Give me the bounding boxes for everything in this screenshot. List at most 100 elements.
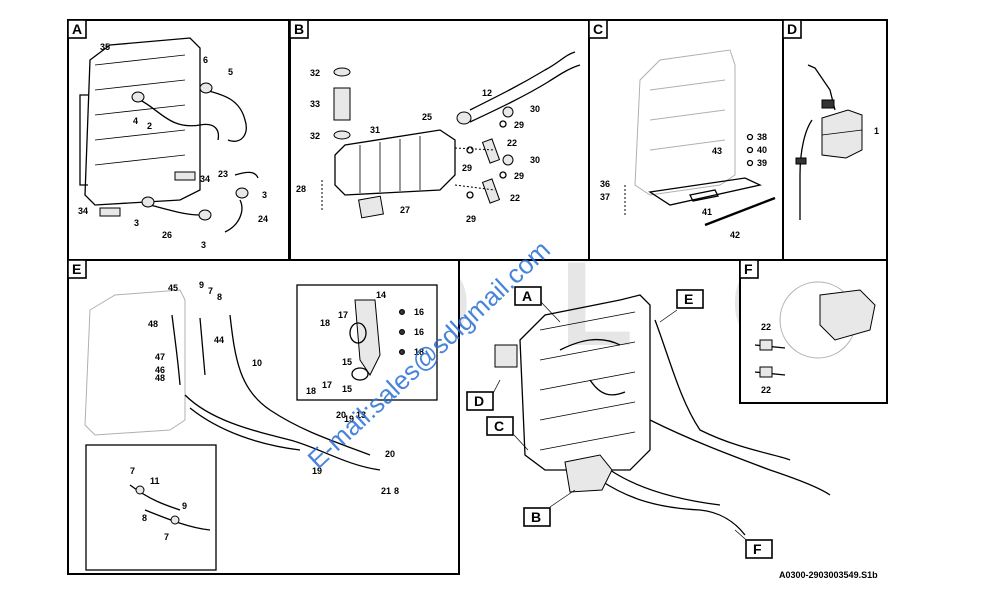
fitting-22b [759,366,773,378]
tank-seam [821,129,863,136]
hose-13b [189,407,301,451]
callout: 35 [100,42,110,52]
callout: 15 [342,357,352,367]
callout: 18 [306,386,316,396]
callout: 29 [466,214,476,224]
nut-39 [746,159,754,167]
hose-10 [229,314,371,456]
assembly-lines [321,147,496,210]
fitting-22 [481,138,501,164]
bolt-38 [746,133,754,141]
callout: 7 [164,532,169,542]
clamp-3b [141,196,155,208]
panel-e: E 45 9 7 8 48 47 46 48 44 10 14 16 [67,259,460,575]
radiator-outline [634,49,736,196]
callout: 46 [155,365,165,375]
bracket-34 [174,171,196,181]
main-tag-f: F [753,541,762,557]
leader-a [540,301,561,323]
callout: 22 [510,193,520,203]
callout: 5 [228,67,233,77]
seal-29 [499,120,507,128]
pipe-12 [469,51,576,111]
callout: 18 [414,347,424,357]
pipe-12b [469,64,581,123]
callout: 20 [336,410,346,420]
panel-b-tag-box [289,19,309,39]
panel-c: C 38 40 39 43 36 37 41 42 [588,19,784,261]
nut-16b [399,329,405,335]
panel-e-tag-box [67,259,87,279]
panel-c-tag-box [588,19,608,39]
radiator-side-tank [79,94,88,186]
main-tag-d: D [474,393,484,409]
radiator-assembly [519,294,651,471]
panel-a: A 35 6 5 4 2 34 23 3 34 3 26 3 24 [67,19,290,261]
plug-30 [502,106,514,118]
callout: 29 [514,171,524,181]
upper-hose-5 [204,89,247,142]
panel-a-tag-box [67,19,87,39]
panel-e-frame [67,259,460,575]
cooler-31 [334,129,456,196]
clamp-6 [199,82,213,94]
radiator-fins [539,311,636,451]
callout: 3 [262,190,267,200]
main-pipe-mid [589,379,626,396]
pipe-47 [171,314,181,386]
callout: 34 [200,174,210,184]
callout: 10 [252,358,262,368]
callout: 21 [381,486,391,496]
callout: 41 [702,207,712,217]
callout: 33 [310,99,320,109]
main-tag-c: C [494,418,504,434]
pipe-44 [199,317,206,376]
callout: 7 [208,286,213,296]
pump-body [819,289,876,341]
main-tag-d-box [466,391,494,411]
callout: 30 [530,104,540,114]
panel-a-frame [67,19,290,261]
callout: 26 [162,230,172,240]
fitting-22 [759,339,773,351]
panel-e-tag: E [72,261,81,277]
bolt-18 [399,349,405,355]
seal-strip-42 [704,196,776,227]
cover-43 [689,189,719,202]
detail-pipe-b [144,509,211,531]
callout: 25 [422,112,432,122]
callout: 9 [182,501,187,511]
callout: 14 [376,290,386,300]
callout: 19 [344,414,354,424]
main-pipe-upper [559,338,621,351]
expansion-tank [494,344,518,368]
oil-cooler [564,454,613,493]
plate-27 [358,195,384,219]
drawing-code: A0300-2903003549.S1b [779,570,878,580]
main-tag-c-box [486,416,514,436]
callout: 29 [462,163,472,173]
callout: 34 [78,206,88,216]
callout: 24 [258,214,268,224]
callout: 48 [148,319,158,329]
callout: 9 [199,280,204,290]
main-tag-b: B [531,509,541,525]
callout: 47 [155,352,165,362]
upper-hose [139,99,220,141]
overflow-pipe [799,119,813,220]
fitting-22b [481,178,501,204]
callout: 45 [168,283,178,293]
callout: 40 [757,145,767,155]
panel-b-frame [289,19,590,261]
main-assembly: A E D C B F [466,286,831,559]
lower-hose-26 [149,204,201,216]
cap-32 [333,67,351,77]
callout: 27 [400,205,410,215]
seal-29d [466,191,474,199]
clamp-25 [456,111,472,125]
washer-40 [746,146,754,154]
bracket-inset [296,284,438,401]
nut-16 [399,309,405,315]
clamp-15 [349,322,367,344]
tank-cap [821,99,835,109]
